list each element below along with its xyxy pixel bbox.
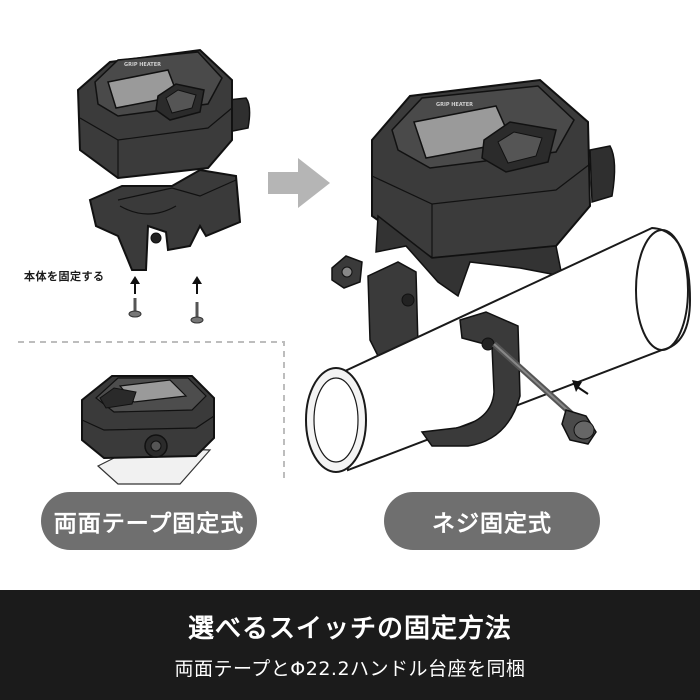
tape-mounted-switch xyxy=(81,375,215,485)
small-screw-right xyxy=(190,302,204,324)
device-side-label: GRIP HEATER xyxy=(436,102,473,108)
tape-method-badge: 両面テープ固定式 xyxy=(41,492,257,550)
footer-banner xyxy=(0,590,700,700)
device-top-label: GRIP HEATER xyxy=(124,62,161,68)
right-arrow-icon xyxy=(268,158,330,208)
screw-method-badge: ネジ固定式 xyxy=(384,492,600,550)
screw-fix-note: 本体を固定する xyxy=(24,270,105,283)
divider-dashed xyxy=(18,341,285,480)
footer-title: 選べるスイッチの固定方法 xyxy=(187,614,512,644)
handlebar-mounted-switch: GRIP HEATER xyxy=(305,78,692,473)
exploded-switch-assembly: GRIP HEATER xyxy=(76,48,251,324)
small-screw-left xyxy=(128,298,142,318)
mounting-illustration: GRIP HEATER xyxy=(18,48,692,485)
footer-subtitle: 両面テープとΦ22.2ハンドル台座を同梱 xyxy=(174,658,526,680)
